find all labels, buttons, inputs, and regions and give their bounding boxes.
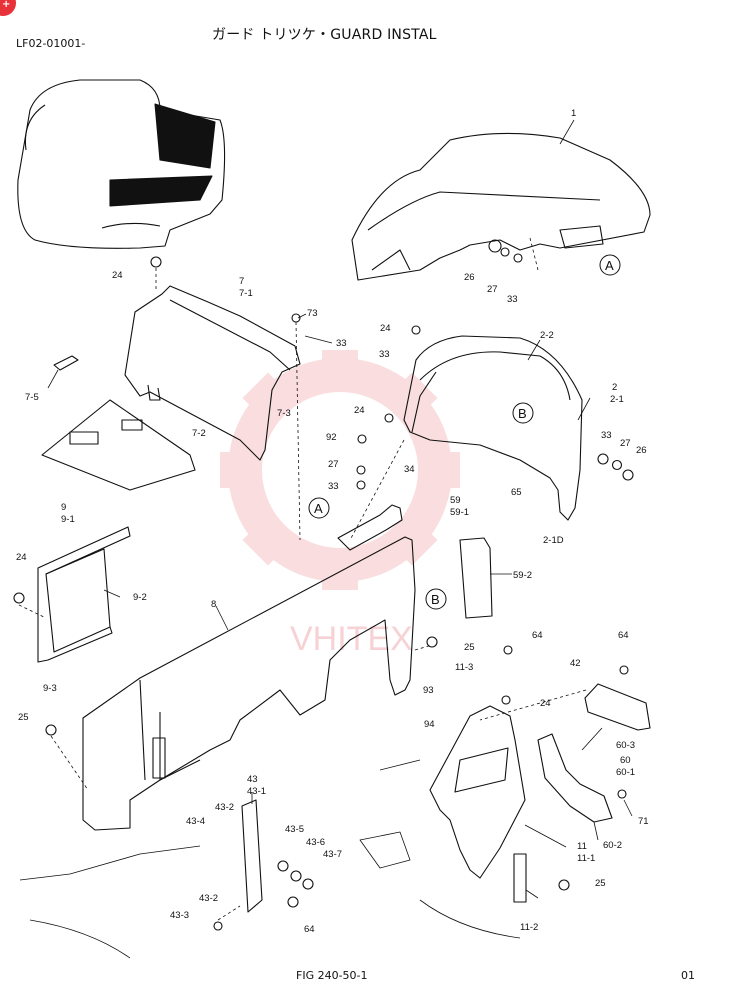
label-7: 7 bbox=[239, 276, 244, 287]
label-25: 25 bbox=[18, 712, 29, 723]
label-43-5: 43-5 bbox=[285, 824, 304, 835]
label-9-2: 9-2 bbox=[133, 592, 147, 603]
label-1: 1 bbox=[571, 108, 576, 119]
label-11-1: 11-1 bbox=[577, 853, 595, 864]
label-8: 8 bbox=[211, 599, 216, 610]
label-33: 33 bbox=[379, 349, 390, 360]
label-11-2: 11-2 bbox=[520, 922, 538, 933]
label-2-1D: 2-1D bbox=[543, 535, 564, 546]
label-2: 2 bbox=[612, 382, 617, 393]
label-43-3: 43-3 bbox=[170, 910, 189, 921]
part-side-guard-2 bbox=[403, 335, 583, 521]
callout-a-mid: A bbox=[308, 497, 330, 519]
label-60-1: 60-1 bbox=[616, 767, 635, 778]
part-cushion-60 bbox=[537, 733, 613, 823]
corner-badge: + bbox=[0, 0, 16, 16]
label-33: 33 bbox=[336, 338, 347, 349]
label-27: 27 bbox=[328, 459, 339, 470]
label-94: 94 bbox=[424, 719, 435, 730]
label-73: 73 bbox=[307, 308, 318, 319]
label-43-6: 43-6 bbox=[306, 837, 325, 848]
label-93: 93 bbox=[423, 685, 434, 696]
label-43: 43 bbox=[247, 774, 258, 785]
label-11: 11 bbox=[577, 841, 587, 852]
label-2-1: 2-1 bbox=[610, 394, 624, 405]
label-65: 65 bbox=[511, 487, 522, 498]
label-7-1: 7-1 bbox=[239, 288, 253, 299]
label-7-3: 7-3 bbox=[277, 408, 291, 419]
part-strip-59 bbox=[459, 537, 493, 619]
svg-text:B: B bbox=[431, 592, 440, 607]
label-9-1: 9-1 bbox=[61, 514, 75, 525]
label-33: 33 bbox=[507, 294, 518, 305]
assembly-lines bbox=[18, 237, 587, 921]
label-33: 33 bbox=[601, 430, 612, 441]
document-id: LF02-01001- bbox=[16, 37, 86, 50]
label-24: 24 bbox=[354, 405, 365, 416]
page-number: 01 bbox=[681, 969, 695, 982]
part-plate-42 bbox=[584, 683, 651, 731]
part-bracket-43 bbox=[241, 799, 314, 913]
label-26: 26 bbox=[464, 272, 475, 283]
label-11-3: 11-3 bbox=[455, 662, 473, 673]
label-24: 24 bbox=[540, 698, 551, 709]
leader-lines bbox=[47, 119, 633, 899]
page-title: ガード トリツケ・GUARD INSTAL bbox=[212, 27, 437, 43]
machine-overview bbox=[17, 79, 226, 249]
label-43-1: 43-1 bbox=[247, 786, 266, 797]
callout-b-mid: B bbox=[425, 588, 447, 610]
svg-text:A: A bbox=[605, 258, 614, 273]
label-59: 59 bbox=[450, 495, 461, 506]
label-9-3: 9-3 bbox=[43, 683, 57, 694]
label-26: 26 bbox=[636, 445, 647, 456]
label-24: 24 bbox=[16, 552, 27, 563]
label-7-2: 7-2 bbox=[192, 428, 206, 439]
part-labels: 1 26 27 33 24 7 7-1 73 33 7-5 7-2 7-3 24… bbox=[16, 108, 649, 935]
label-33: 33 bbox=[328, 481, 339, 492]
label-59-2: 59-2 bbox=[513, 570, 532, 581]
figure-number: FIG 240-50-1 bbox=[296, 969, 368, 982]
floor-outline bbox=[19, 759, 521, 959]
label-92: 92 bbox=[326, 432, 337, 443]
label-64: 64 bbox=[618, 630, 629, 641]
label-34: 34 bbox=[404, 464, 415, 475]
label-42: 42 bbox=[570, 658, 581, 669]
callout-a-top: A bbox=[599, 254, 621, 276]
part-bracket-11 bbox=[429, 705, 527, 903]
part-frame-9 bbox=[37, 526, 131, 663]
label-27: 27 bbox=[620, 438, 631, 449]
label-59-1: 59-1 bbox=[450, 507, 469, 518]
part-control-board bbox=[41, 399, 196, 491]
label-25: 25 bbox=[464, 642, 475, 653]
label-9: 9 bbox=[61, 502, 66, 513]
label-25: 25 bbox=[595, 878, 606, 889]
bolt-markers bbox=[13, 256, 629, 931]
part-7-5 bbox=[53, 355, 79, 371]
label-60-3: 60-3 bbox=[616, 740, 635, 751]
part-bracket-34 bbox=[337, 504, 403, 551]
label-60: 60 bbox=[620, 755, 631, 766]
label-64: 64 bbox=[532, 630, 543, 641]
label-60-2: 60-2 bbox=[603, 840, 622, 851]
label-27: 27 bbox=[487, 284, 498, 295]
label-71: 71 bbox=[638, 816, 649, 827]
svg-text:A: A bbox=[314, 501, 323, 516]
part-main-guard-8 bbox=[82, 536, 416, 831]
label-64: 64 bbox=[304, 924, 315, 935]
svg-text:B: B bbox=[518, 406, 527, 421]
label-2-2: 2-2 bbox=[540, 330, 554, 341]
watermark-gear bbox=[220, 350, 460, 590]
part-guard-7 bbox=[124, 285, 301, 461]
part-top-cover bbox=[351, 132, 651, 281]
label-24: 24 bbox=[380, 323, 391, 334]
label-43-7: 43-7 bbox=[323, 849, 342, 860]
label-24: 24 bbox=[112, 270, 123, 281]
label-43-2: 43-2 bbox=[215, 802, 234, 813]
label-43-4: 43-4 bbox=[186, 816, 205, 827]
label-7-5: 7-5 bbox=[25, 392, 39, 403]
label-43-2: 43-2 bbox=[199, 893, 218, 904]
callout-b-right: B bbox=[512, 402, 534, 424]
